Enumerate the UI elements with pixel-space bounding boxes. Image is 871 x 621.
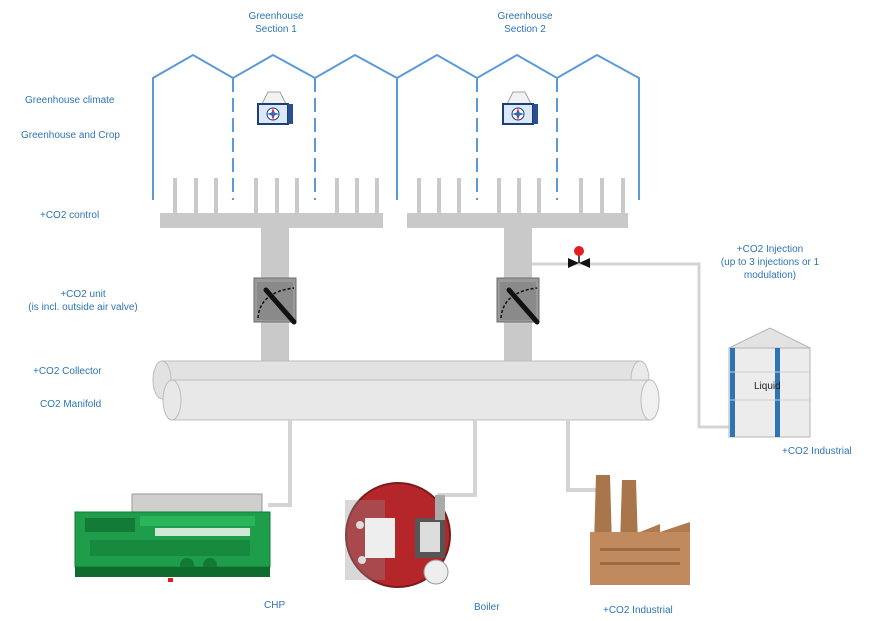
- boiler-icon: [345, 482, 451, 588]
- co2-industrial-factory-label: +CO2 Industrial: [603, 605, 673, 616]
- feed-pipes: [268, 420, 598, 507]
- co2-industrial-tank-label: +CO2 Industrial: [782, 446, 852, 457]
- liquid-label: Liquid: [754, 381, 781, 392]
- co2-collector-label: +CO2 Collector: [33, 366, 102, 377]
- greenhouse-crop-label: Greenhouse and Crop: [21, 130, 120, 141]
- chp-engine-icon: [74, 493, 271, 582]
- climate-unit-icon: [257, 91, 293, 125]
- motorized-valve-icon: [568, 246, 590, 268]
- greenhouse-section-1: [152, 53, 398, 200]
- chp-label: CHP: [264, 600, 286, 611]
- section-1-label: Greenhouse Section 1: [248, 11, 304, 35]
- greenhouse-climate-label: Greenhouse climate: [25, 95, 115, 106]
- damper-valve-icon: [496, 277, 540, 325]
- liquid-co2-tank-icon: [728, 327, 811, 438]
- co2-control-header-2: [407, 178, 628, 228]
- climate-unit-icon: [502, 91, 538, 125]
- damper-valve-icon: [253, 277, 297, 325]
- boiler-label: Boiler: [474, 602, 500, 613]
- co2-control-label: +CO2 control: [40, 210, 100, 221]
- injection-line: [532, 262, 730, 429]
- co2-control-header-1: [160, 178, 383, 228]
- greenhouse-section-2: [396, 53, 640, 200]
- co2-manifold-label: CO2 Manifold: [40, 399, 102, 410]
- co2-injection-label: +CO2 Injection (up to 3 injections or 1 …: [720, 244, 820, 281]
- co2-unit-label: +CO2 unit (is incl. outside air valve): [28, 289, 138, 313]
- factory-icon: [590, 475, 690, 585]
- section-2-label: Greenhouse Section 2: [497, 11, 553, 35]
- co2-manifold: [162, 379, 660, 421]
